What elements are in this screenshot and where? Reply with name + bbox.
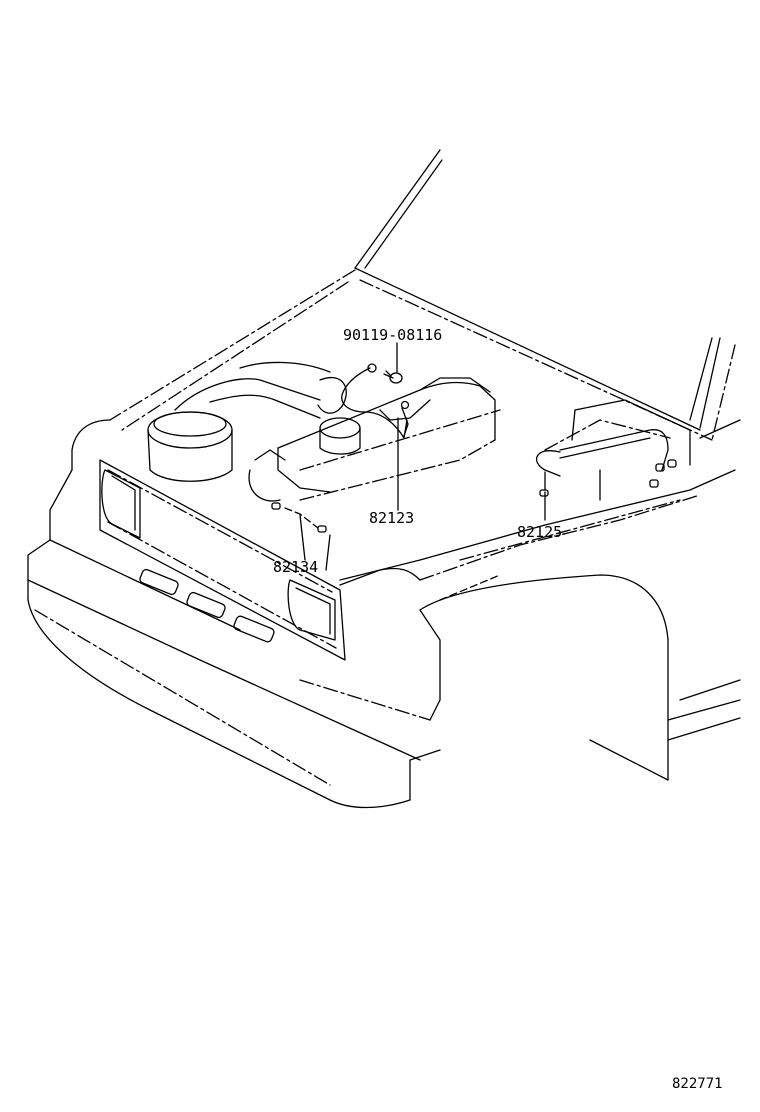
callout-right-wire-label: 82125 xyxy=(517,523,562,541)
headlamp-left xyxy=(101,469,141,539)
headlamp-right xyxy=(287,579,336,641)
harness-82123 xyxy=(341,363,410,439)
engine-block xyxy=(248,377,501,502)
body-outline xyxy=(27,269,441,809)
drawing-number: 822771 xyxy=(672,1076,723,1092)
callout-bolt-label: 90119-08116 xyxy=(343,326,442,344)
bolt-90119-08116 xyxy=(383,370,403,384)
battery-area xyxy=(544,399,691,501)
front-fender xyxy=(299,469,741,781)
grille xyxy=(99,459,346,661)
windshield-pillar xyxy=(689,337,741,441)
air-cleaner xyxy=(147,361,347,482)
hood-outline xyxy=(354,149,713,441)
callout-center-wire-label: 82123 xyxy=(369,509,414,527)
leader-lines xyxy=(299,342,546,571)
harness-82134 xyxy=(271,502,327,533)
callout-left-wire-label: 82134 xyxy=(273,558,318,576)
harness-82125 xyxy=(535,429,677,497)
